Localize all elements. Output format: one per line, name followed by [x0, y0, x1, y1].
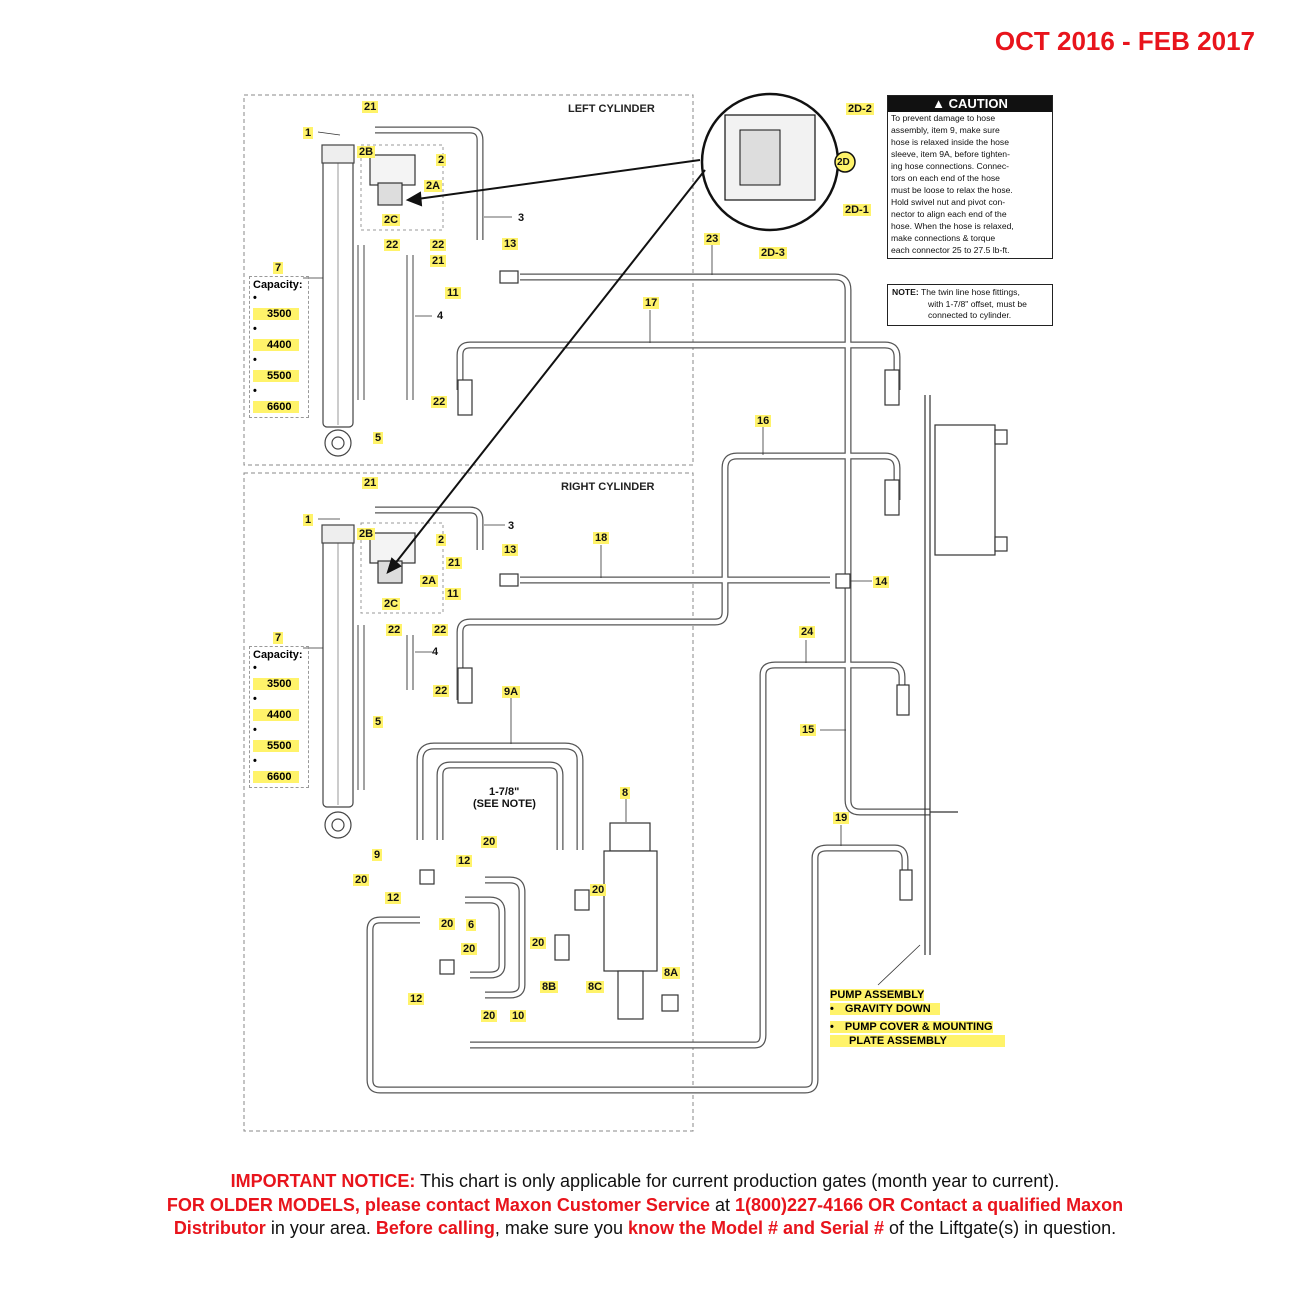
right-cylinder-title: RIGHT CYLINDER: [561, 481, 655, 493]
right-cylinder-panel: [243, 472, 694, 1132]
callout-21: 21: [362, 101, 379, 113]
capacity-box-left: 7 Capacity: • 3500 • 4400 • 5500 • 6600: [249, 258, 309, 418]
callout-6: 6: [466, 919, 477, 931]
right-cylinder: [321, 524, 355, 839]
important-notice-footer: IMPORTANT NOTICE: This chart is only app…: [166, 1171, 1124, 1238]
callout-9: 9: [372, 849, 383, 861]
callout-17: 17: [643, 297, 660, 309]
callout-2a: 2A: [420, 575, 439, 587]
callout-12: 12: [408, 993, 425, 1005]
callout-11: 11: [445, 588, 461, 600]
callout-16: 16: [755, 415, 772, 427]
callout-4: 4: [437, 310, 444, 322]
callout-2d-3: 2D-3: [759, 247, 787, 259]
callout-2b: 2B: [357, 146, 376, 158]
callout-3: 3: [508, 520, 515, 532]
callout-2d-1: 2D-1: [843, 204, 871, 216]
callout-20: 20: [439, 918, 456, 930]
callout-8c: 8C: [586, 981, 605, 993]
capacity-box-right: 7 Capacity: • 3500 • 4400 • 5500 • 6600: [249, 628, 309, 788]
callout-8b: 8B: [540, 981, 559, 993]
offset-label-line1: 1-7/8": [489, 786, 520, 798]
callout-15: 15: [800, 724, 817, 736]
callout-13: 13: [502, 544, 519, 556]
callout-22: 22: [386, 624, 403, 636]
offset-label-line2: (SEE NOTE): [473, 798, 536, 810]
callout-10: 10: [510, 1010, 527, 1022]
callout-21: 21: [362, 477, 379, 489]
callout-14: 14: [873, 576, 890, 588]
callout-22: 22: [433, 685, 450, 697]
callout-2: 2: [436, 534, 447, 546]
callout-24: 24: [799, 626, 816, 638]
callout-23: 23: [704, 233, 721, 245]
callout-2b: 2B: [357, 528, 376, 540]
callout-4: 4: [432, 646, 439, 658]
pump-assembly-title: PUMP ASSEMBLY: [830, 989, 925, 1001]
callout-22: 22: [384, 239, 401, 251]
callout-13: 13: [502, 238, 519, 250]
callout-8a: 8A: [662, 967, 681, 979]
callout-1: 1: [303, 514, 314, 526]
callout-22: 22: [431, 396, 448, 408]
caution-header: ▲ CAUTION: [888, 96, 1052, 112]
date-range-banner: OCT 2016 - FEB 2017: [994, 26, 1255, 56]
callout-11: 11: [445, 287, 461, 299]
callout-12: 12: [385, 892, 402, 904]
caution-box: ▲ CAUTION To prevent damage to hose asse…: [887, 95, 1053, 259]
callout-12: 12: [456, 855, 473, 867]
callout-20: 20: [590, 884, 607, 896]
callout-21: 21: [430, 255, 447, 267]
callout-8: 8: [620, 787, 631, 799]
callout-2c: 2C: [382, 598, 401, 610]
caution-text: To prevent damage to hose assembly, item…: [891, 113, 1014, 255]
callout-1: 1: [303, 127, 314, 139]
callout-5: 5: [373, 716, 384, 728]
callout-2: 2: [436, 154, 447, 166]
callout-20: 20: [481, 1010, 498, 1022]
note-box: NOTE: The twin line hose fittings, with …: [887, 284, 1053, 326]
left-cylinder-title: LEFT CYLINDER: [568, 103, 655, 115]
left-cylinder: [321, 144, 355, 457]
warning-icon: ▲: [932, 96, 946, 111]
callout-2a: 2A: [424, 180, 443, 192]
callout-22: 22: [432, 624, 449, 636]
callout-21: 21: [446, 557, 463, 569]
callout-19: 19: [833, 812, 850, 824]
pump-assembly-labels: PUMP ASSEMBLY • GRAVITY DOWN • PUMP COVE…: [830, 988, 1010, 1048]
callout-2d-2: 2D-2: [846, 103, 874, 115]
callout-18: 18: [593, 532, 610, 544]
callout-20: 20: [530, 937, 547, 949]
callout-3: 3: [518, 212, 525, 224]
callout-5: 5: [373, 432, 384, 444]
callout-2c: 2C: [382, 214, 401, 226]
detail-2d-zoom-circle: [700, 92, 856, 232]
callout-9a: 9A: [502, 686, 521, 698]
callout-20: 20: [353, 874, 370, 886]
callout-20: 20: [461, 943, 478, 955]
callout-22: 22: [430, 239, 447, 251]
callout-20: 20: [481, 836, 498, 848]
callout-2d: 2D: [837, 157, 850, 168]
